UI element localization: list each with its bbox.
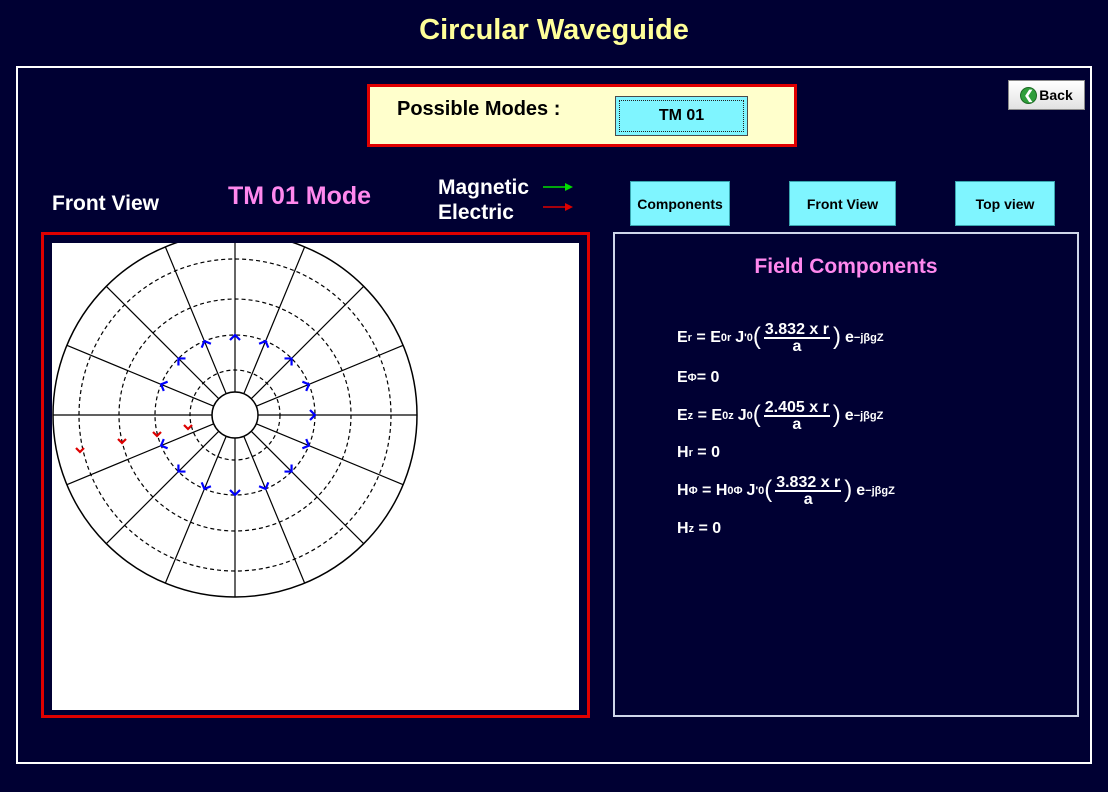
field-components-title: Field Components [754,255,938,278]
electric-arrow-icon [543,203,573,211]
mode-select-label: TM 01 [658,107,705,124]
electric-field-arrow [152,431,162,438]
field-line [164,246,227,394]
field-line [256,423,404,486]
magnetic-field-arrow [284,464,293,473]
field-line [250,285,365,400]
main-frame [16,66,1092,764]
magnetic-field-arrow [258,481,270,491]
back-button-label: Back [1039,87,1073,103]
view-label: Front View [52,192,159,215]
magnetic-field-arrow [229,489,241,497]
field-line [256,344,404,407]
top-view-button-label: Top view [975,195,1035,212]
magnetic-field-arrow [301,438,311,450]
possible-modes-label: Possible Modes : [397,98,561,120]
magnetic-field-arrow [301,380,311,392]
mode-title: TM 01 Mode [228,182,372,210]
front-view-button-label: Front View [806,195,879,212]
magnetic-field-arrow [200,481,212,491]
field-line [164,436,227,584]
magnetic-field-arrow [229,333,241,341]
top-view-button[interactable]: Top view [955,181,1055,226]
magnetic-field-arrow [177,464,186,473]
components-button-label: Components [637,195,723,212]
field-line [105,285,220,400]
diagram-canvas [52,232,579,710]
electric-field-arrow [75,447,85,454]
field-line [243,246,306,394]
magnetic-field-arrow [159,438,169,450]
electric-field-arrow [183,424,193,431]
field-line [243,436,306,584]
legend-magnetic-label: Magnetic [438,176,530,199]
legend-electric-label: Electric [438,201,514,224]
field-line [66,423,214,486]
diagram-frame [41,232,590,718]
field-line [250,430,365,545]
back-button[interactable]: ❮ Back [1008,80,1085,110]
magnetic-field-arrow [258,339,270,349]
waveguide-front-view-diagram [52,232,418,598]
magnetic-arrow-icon [543,183,573,191]
magnetic-field-arrow [159,380,169,392]
center-circle [211,391,259,439]
components-button[interactable]: Components [630,181,730,226]
field-line [105,430,220,545]
magnetic-field-arrow [284,357,293,366]
arrow-left-icon: ❮ [1020,86,1038,104]
magnetic-field-arrow [177,357,186,366]
possible-modes-box: Possible Modes : TM 01 [367,84,797,147]
magnetic-field-arrow [309,409,317,421]
electric-field-arrow [117,438,127,445]
page-title: Circular Waveguide [419,14,689,46]
magnetic-field-arrow [200,339,212,349]
front-view-button[interactable]: Front View [789,181,896,226]
field-line [66,344,214,407]
mode-select-button[interactable]: TM 01 [615,96,748,136]
